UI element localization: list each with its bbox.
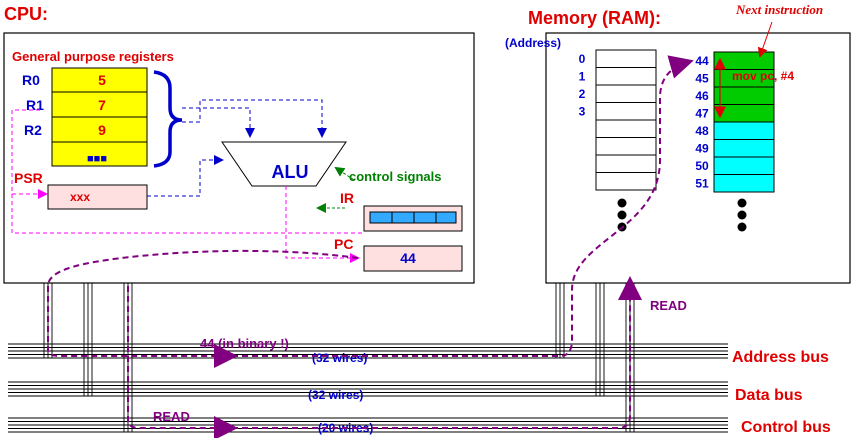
pc-to-address-bus-path — [47, 249, 359, 368]
registers-title: General purpose registers — [12, 49, 174, 64]
instruction-cell — [713, 104, 775, 123]
memory-address-label: 50 — [695, 159, 709, 173]
pc-box — [363, 245, 463, 272]
dot — [737, 222, 747, 232]
control-bus-label: Control bus — [741, 419, 831, 436]
memory-address-label: 51 — [695, 177, 709, 191]
memory-cell — [713, 139, 775, 158]
pc-label: PC — [334, 236, 353, 252]
memory-cell — [595, 67, 657, 86]
ir-fields — [369, 211, 457, 224]
address-label: (Address) — [505, 36, 561, 50]
memory-address-label: 46 — [695, 89, 709, 103]
memory-cell — [713, 121, 775, 140]
memory-title: Memory (RAM): — [528, 8, 661, 28]
psr-box — [47, 184, 148, 210]
register-r1-name: R1 — [26, 97, 44, 113]
next-instruction-label: Next instruction — [735, 2, 823, 17]
dot — [737, 198, 747, 208]
memory-low-addresses: 0 1 2 3 — [579, 52, 586, 119]
memory-cell — [595, 102, 657, 121]
pc-value: 44 — [400, 250, 416, 266]
memory-address-label: 1 — [579, 70, 586, 84]
psr-label: PSR — [14, 170, 43, 186]
psr-value: xxx — [70, 190, 90, 204]
read-signal-cpu-path — [127, 286, 238, 438]
address-bus-wires: (32 wires) — [312, 351, 367, 365]
dot — [617, 198, 627, 208]
memory-cell — [713, 174, 775, 193]
alu-to-pc-arrow — [285, 186, 360, 263]
memory-address-label: 44 — [695, 54, 709, 68]
memory-cell — [595, 154, 657, 173]
memory-address-label: 0 — [579, 52, 586, 66]
register-r1-value: 7 — [98, 97, 106, 113]
data-bus-wires: (32 wires) — [308, 388, 363, 402]
instruction-cell — [713, 51, 775, 70]
control-signals-arrow — [334, 166, 355, 181]
memory-high-more-dots — [737, 198, 747, 232]
memory-column-low — [595, 49, 657, 191]
dot — [737, 210, 747, 220]
register-r0-value: 5 — [98, 72, 106, 88]
ir-field — [413, 211, 437, 224]
memory-address-label: 2 — [579, 87, 586, 101]
read-label-cpu: READ — [153, 409, 190, 424]
dot — [617, 210, 627, 220]
memory-high-addresses: 44 45 46 47 48 49 50 51 — [695, 54, 709, 191]
memory-address-label: 3 — [579, 105, 586, 119]
read-signal-memory-path — [232, 276, 642, 429]
register-r2-name: R2 — [24, 122, 42, 138]
cpu-title: CPU: — [4, 4, 48, 24]
control-link-line — [11, 109, 362, 234]
bus-wires — [8, 343, 728, 433]
memory-address-label: 49 — [695, 142, 709, 156]
read-label-memory: READ — [650, 298, 687, 313]
psr-to-alu-arrow — [147, 155, 224, 197]
control-signals-label: control signals — [349, 169, 441, 184]
instruction-text: mov pc, #4 — [732, 69, 794, 83]
instruction-cell — [713, 86, 775, 105]
register-r0-name: R0 — [22, 72, 40, 88]
ir-label: IR — [340, 190, 354, 206]
ir-field — [435, 211, 457, 224]
register-r2-value: 9 — [98, 122, 106, 138]
memory-cell — [595, 119, 657, 138]
register-brace — [153, 70, 183, 168]
ir-field — [391, 211, 415, 224]
next-instruction-arrow — [757, 21, 773, 58]
register-to-alu-arrow-a — [182, 107, 255, 138]
alu-shape — [221, 141, 347, 187]
address-bus-label: Address bus — [732, 349, 829, 366]
ir-field — [369, 211, 393, 224]
memory-address-label: 47 — [695, 107, 709, 121]
register-file — [51, 67, 148, 167]
memory-cell — [595, 172, 657, 191]
memory-cell — [595, 137, 657, 156]
address-bus-to-memory-path — [232, 55, 694, 357]
memory-address-label: 45 — [695, 72, 709, 86]
memory-box — [545, 32, 851, 284]
register-more-dots: ■■■ — [87, 153, 107, 165]
memory-cell — [713, 156, 775, 175]
memory-cell — [595, 84, 657, 103]
alu-label: ALU — [272, 162, 309, 182]
memory-address-label: 48 — [695, 124, 709, 138]
binary-note: 44 (in binary !) — [200, 336, 289, 351]
data-bus-label: Data bus — [735, 387, 803, 404]
memory-cell — [595, 49, 657, 68]
